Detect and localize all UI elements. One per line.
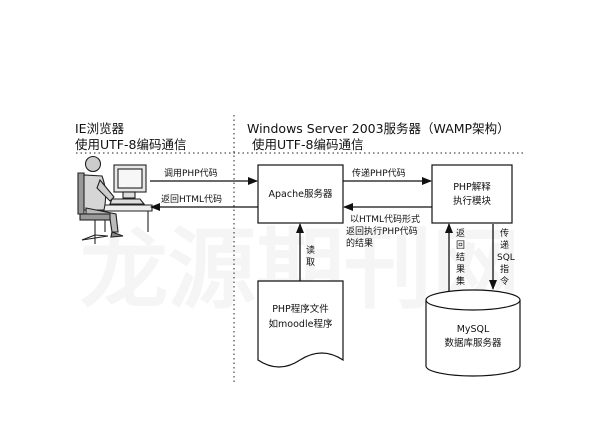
client-subtitle: 使用UTF-8编码通信 xyxy=(75,137,186,152)
server-title: Windows Server 2003服务器（WAMP架构） xyxy=(247,121,510,136)
program-file-label-2: 如moodle程序 xyxy=(269,318,333,330)
php-module-label-1: PHP解释 xyxy=(453,181,491,193)
client-title: IE浏览器 xyxy=(75,121,125,136)
label-return-set-1: 返 xyxy=(456,227,465,239)
label-read-2: 取 xyxy=(306,257,315,268)
label-pass-sql: 传 递 SQL 指 令 xyxy=(497,227,515,287)
label-return-set-2: 回 xyxy=(456,240,465,251)
mysql-label-1: MySQL xyxy=(457,324,490,335)
label-call-php: 调用PHP代码 xyxy=(164,168,218,179)
label-return-set: 返 回 结 果 集 xyxy=(456,227,465,287)
label-return-set-5: 集 xyxy=(456,275,465,287)
apache-server-label: Apache服务器 xyxy=(269,188,333,200)
label-return-result-3: 的结果 xyxy=(346,237,373,249)
label-pass-sql-3: SQL xyxy=(497,253,515,263)
label-read-1: 读 xyxy=(306,244,315,256)
label-return-result-1: 以HTML代码形式 xyxy=(350,213,420,225)
label-return-set-4: 果 xyxy=(456,264,465,275)
program-file-box xyxy=(257,280,344,368)
label-pass-sql-4: 指 xyxy=(500,263,509,275)
label-pass-sql-2: 递 xyxy=(500,239,509,251)
label-return-result-2: 返回执行PHP代码 xyxy=(346,225,418,237)
label-pass-php: 传递PHP代码 xyxy=(352,167,406,179)
php-module-label-2: 执行模块 xyxy=(453,195,492,207)
label-return-set-3: 结 xyxy=(456,251,465,263)
mysql-label-2: 数据库服务器 xyxy=(444,337,502,349)
label-return-html: 返回HTML代码 xyxy=(161,193,222,205)
program-file-label-1: PHP程序文件 xyxy=(272,303,329,315)
user-at-computer-icon xyxy=(77,155,153,244)
php-module-box xyxy=(431,164,513,224)
label-pass-sql-5: 令 xyxy=(500,275,509,287)
label-pass-sql-1: 传 xyxy=(500,227,509,239)
server-subtitle: 使用UTF-8编码通信 xyxy=(252,137,363,152)
mysql-database-cylinder xyxy=(425,289,521,377)
